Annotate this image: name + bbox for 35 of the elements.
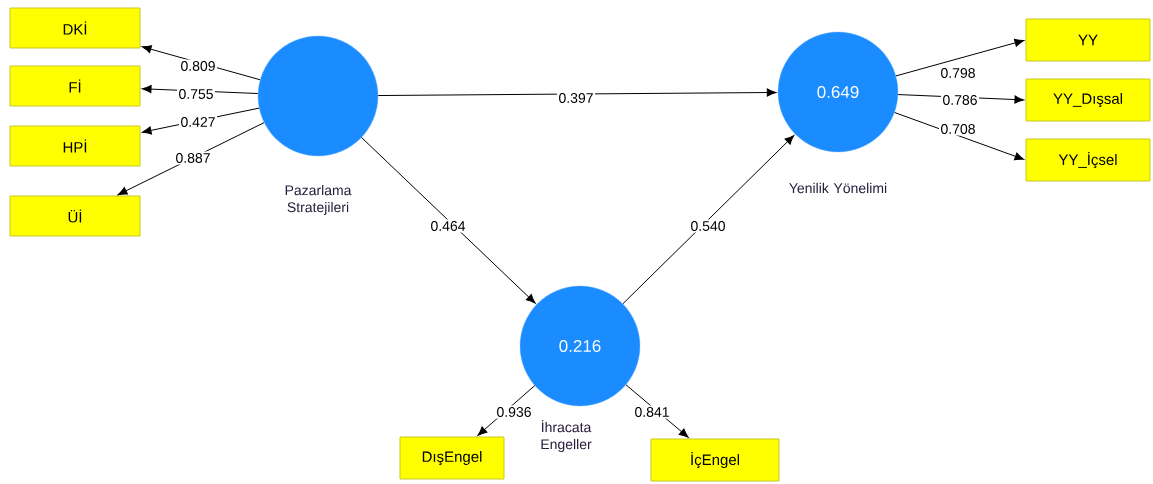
indicator-box: YY_İçsel xyxy=(1025,138,1151,182)
indicator-box: HPİ xyxy=(9,125,141,167)
edge-label: 0.798 xyxy=(939,66,977,80)
edge-label: 0.464 xyxy=(429,219,468,233)
arrow xyxy=(377,88,777,97)
indicator-box: DışEngel xyxy=(399,436,505,480)
arrow xyxy=(361,137,536,304)
circle-node: 0.649 xyxy=(777,31,899,153)
arrow xyxy=(622,135,795,305)
arrow xyxy=(477,385,536,436)
edge-label: 0.708 xyxy=(939,122,977,136)
circle-node: 0.216 xyxy=(519,285,641,407)
indicator-box: İçEngel xyxy=(650,438,780,482)
edge-label: 0.397 xyxy=(557,91,595,105)
construct-label: Pazarlama Stratejileri xyxy=(285,184,352,215)
edge-label: 0.841 xyxy=(633,405,672,419)
edge-label: 0.936 xyxy=(495,405,534,419)
arrow xyxy=(894,112,1025,161)
edge-label: 0.427 xyxy=(179,115,218,129)
indicator-box: YY xyxy=(1025,18,1151,62)
arrow xyxy=(117,122,265,196)
circle-node xyxy=(257,35,379,157)
edge-label: 0.786 xyxy=(941,93,979,107)
edge-label: 0.540 xyxy=(689,219,727,233)
edge-label: 0.887 xyxy=(174,151,213,165)
edge-label: 0.809 xyxy=(179,59,218,73)
indicator-box: Fİ xyxy=(9,65,141,107)
arrow xyxy=(895,38,1025,77)
edge-label: 0.755 xyxy=(177,87,216,101)
construct-label: İhracata Engeller xyxy=(541,419,592,452)
indicator-box: DKİ xyxy=(9,7,141,49)
indicator-box: Üİ xyxy=(9,195,141,237)
arrow xyxy=(625,384,689,438)
indicator-box: YY_Dışsal xyxy=(1025,78,1151,122)
construct-label: Yenilik Yönelimi xyxy=(789,182,887,194)
